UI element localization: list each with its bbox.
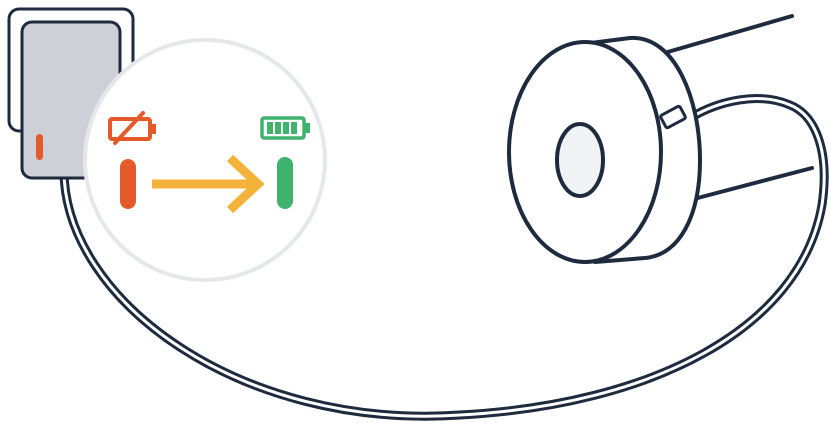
orange-led: [36, 134, 43, 160]
tube-bottom-edge: [690, 168, 812, 200]
led-status-callout: [85, 40, 325, 280]
led-after-indicator: [277, 157, 293, 209]
motor-hub: [557, 124, 603, 196]
cylindrical-motor-icon: [509, 16, 812, 262]
led-before-indicator: [120, 159, 136, 209]
